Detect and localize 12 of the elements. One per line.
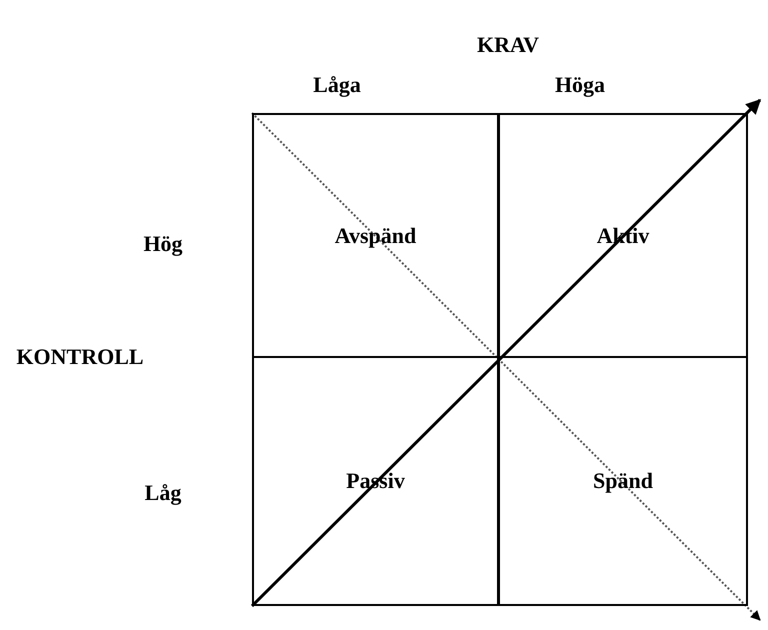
- axis-title: KRAV: [477, 32, 539, 58]
- axis-title: KONTROLL: [16, 344, 144, 370]
- column-label: Höga: [554, 72, 606, 98]
- quadrant-label: Avspänd: [334, 222, 416, 248]
- row-label: Hög: [143, 231, 183, 257]
- quadrant: [252, 113, 500, 358]
- quadrant: [252, 356, 500, 606]
- quadrant: [498, 113, 748, 358]
- quadrant: [498, 356, 748, 606]
- column-label: Låga: [313, 72, 361, 98]
- quadrant-label: Spänd: [593, 468, 653, 494]
- row-label: Låg: [144, 480, 182, 506]
